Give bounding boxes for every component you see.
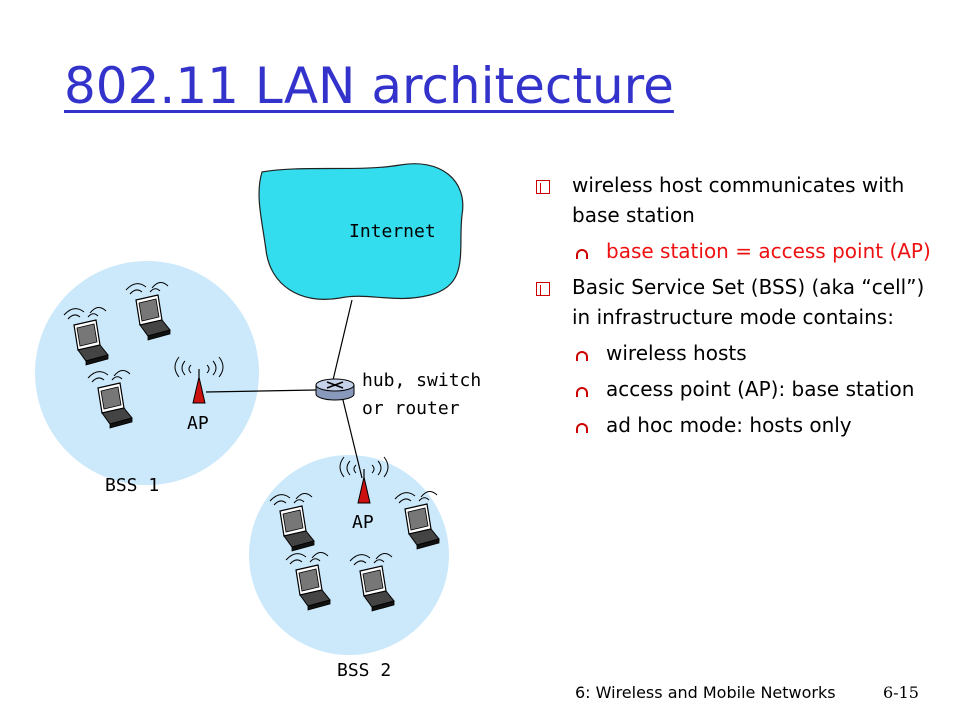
- sub-bullet-item: ad hoc mode: hosts only: [576, 410, 936, 440]
- ap1-label: AP: [187, 413, 209, 434]
- internet-label: Internet: [349, 221, 436, 242]
- bullet-item: wireless host communicates with base sta…: [536, 170, 936, 230]
- bss2-circle: [249, 455, 449, 655]
- sub-bullet-item: base station = access point (AP): [576, 236, 936, 266]
- slide-title: 802.11 LAN architecture: [64, 57, 674, 115]
- sub-bullet-item: access point (AP): base station: [576, 374, 936, 404]
- bullet-item: Basic Service Set (BSS) (aka “cell”) in …: [536, 272, 936, 332]
- bullet-list: wireless host communicates with base sta…: [536, 170, 936, 446]
- bss1-circle: [35, 261, 259, 485]
- ap1-link: [205, 389, 317, 393]
- sub-bullet-item: wireless hosts: [576, 338, 936, 368]
- internet-link: [332, 299, 353, 381]
- ap2-link: [341, 395, 363, 479]
- footer-page-number: 6-15: [883, 683, 919, 702]
- footer-chapter: 6: Wireless and Mobile Networks: [575, 683, 836, 702]
- router-icon: [315, 378, 355, 401]
- device-label-line2: or router: [362, 398, 460, 419]
- device-label-line1: hub, switch: [362, 370, 481, 391]
- bss1-label: BSS 1: [105, 475, 159, 496]
- bss2-label: BSS 2: [337, 660, 391, 681]
- internet-cloud: [258, 163, 464, 300]
- ap2-label: AP: [352, 512, 374, 533]
